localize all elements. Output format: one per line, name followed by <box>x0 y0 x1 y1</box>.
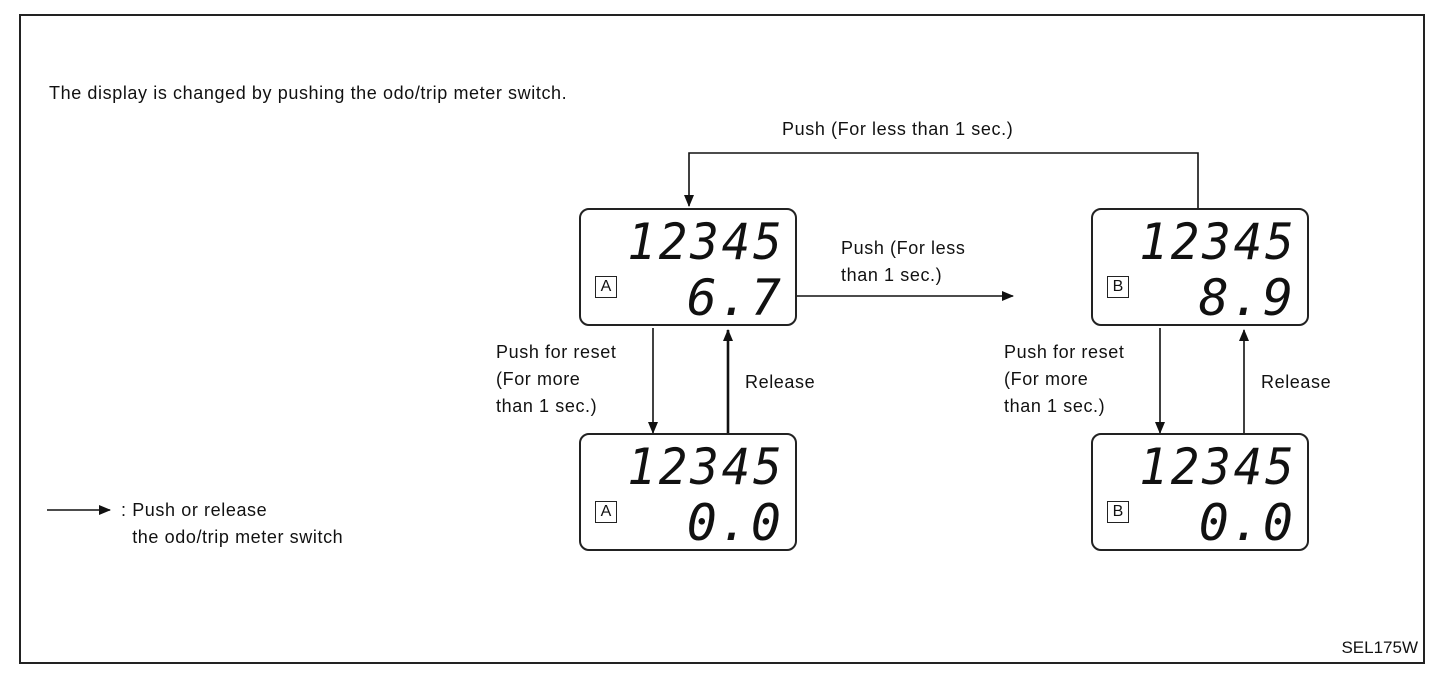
trip-selector-badge: A <box>595 276 617 298</box>
trip-selector-badge: B <box>1107 501 1129 523</box>
legend-text: : Push or release the odo/trip meter swi… <box>121 500 344 547</box>
display-a-bottom: 12345 A 0.0 <box>579 433 797 551</box>
figure-caption: The display is changed by pushing the od… <box>49 83 568 103</box>
trip-reading: 6.7 <box>686 269 783 327</box>
odometer-reading: 12345 <box>627 438 785 496</box>
display-b-top: 12345 B 8.9 <box>1091 208 1309 326</box>
label-push-middle: Push (For less than 1 sec.) <box>841 238 966 285</box>
display-b-bottom: 12345 B 0.0 <box>1091 433 1309 551</box>
trip-selector-badge: A <box>595 501 617 523</box>
trip-selector-badge: B <box>1107 276 1129 298</box>
trip-reading: 8.9 <box>1198 269 1295 327</box>
label-release-b: Release <box>1261 372 1332 392</box>
odometer-reading: 12345 <box>627 213 785 271</box>
display-a-top: 12345 A 6.7 <box>579 208 797 326</box>
trip-reading: 0.0 <box>686 494 783 552</box>
label-push-top: Push (For less than 1 sec.) <box>782 119 1014 139</box>
figure-code: SEL175W <box>1341 638 1418 657</box>
trip-reading: 0.0 <box>1198 494 1295 552</box>
label-release-a: Release <box>745 372 816 392</box>
label-reset-b: Push for reset (For more than 1 sec.) <box>1004 342 1125 416</box>
odometer-reading: 12345 <box>1139 438 1297 496</box>
arrow-push-top <box>684 152 1199 209</box>
figure-frame <box>19 14 1425 664</box>
odometer-reading: 12345 <box>1139 213 1297 271</box>
label-reset-a: Push for reset (For more than 1 sec.) <box>496 342 617 416</box>
